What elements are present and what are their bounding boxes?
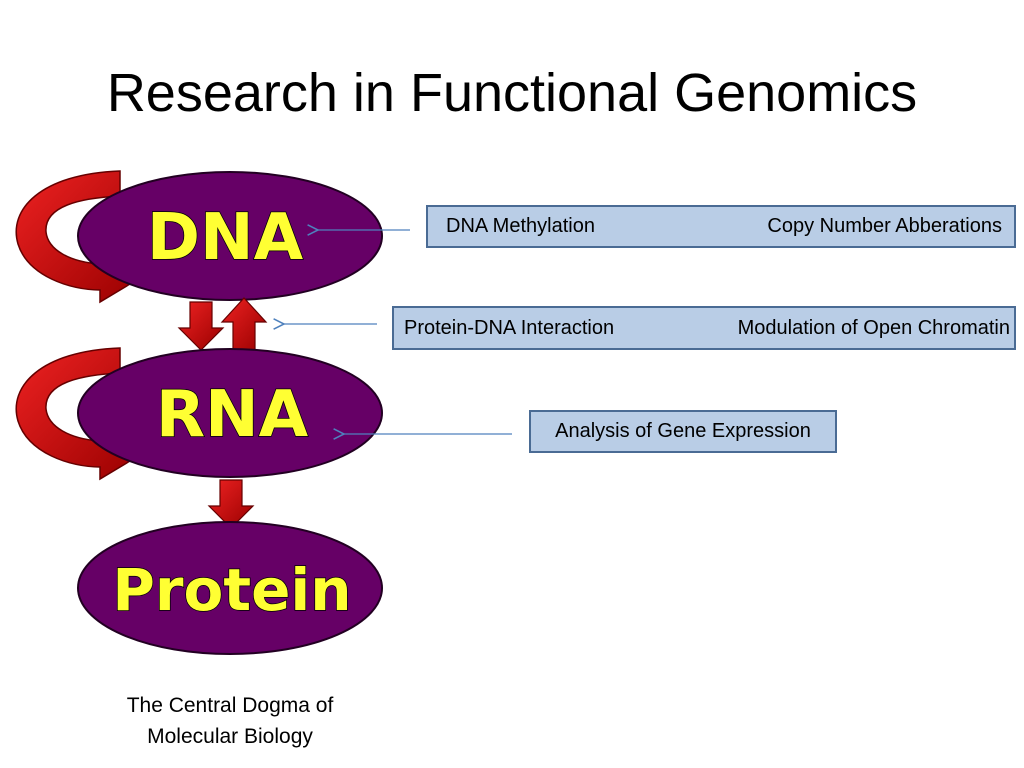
- copy-number-label: Copy Number Abberations: [767, 215, 1002, 237]
- open-chromatin-label: Modulation of Open Chromatin: [737, 316, 1010, 339]
- diagram-caption: The Central Dogma of Molecular Biology: [80, 690, 380, 752]
- reverse-transcription-arrow: [220, 297, 268, 351]
- protein-label: Protein: [112, 556, 351, 624]
- dna-methylation-label: DNA Methylation: [446, 215, 595, 237]
- slide-title: Research in Functional Genomics: [106, 63, 918, 123]
- transcription-arrow: [177, 301, 225, 351]
- rna-research-box: Analysis of Gene Expression: [529, 410, 837, 453]
- gene-expression-label: Analysis of Gene Expression: [555, 420, 811, 442]
- dna-label: DNA: [147, 201, 304, 275]
- rna-node: RNA: [77, 348, 383, 478]
- dna-node: DNA: [77, 171, 383, 301]
- protein-node: Protein: [77, 521, 383, 655]
- caption-line-2: Molecular Biology: [147, 725, 313, 748]
- dna-research-box: DNA Methylation Copy Number Abberations: [426, 205, 1016, 248]
- protein-dna-research-box: Protein-DNA Interaction Modulation of Op…: [392, 306, 1016, 350]
- caption-line-1: The Central Dogma of: [126, 694, 334, 717]
- rna-label: RNA: [156, 378, 309, 452]
- translation-arrow: [207, 479, 255, 529]
- protein-dna-interaction-label: Protein-DNA Interaction: [404, 316, 615, 339]
